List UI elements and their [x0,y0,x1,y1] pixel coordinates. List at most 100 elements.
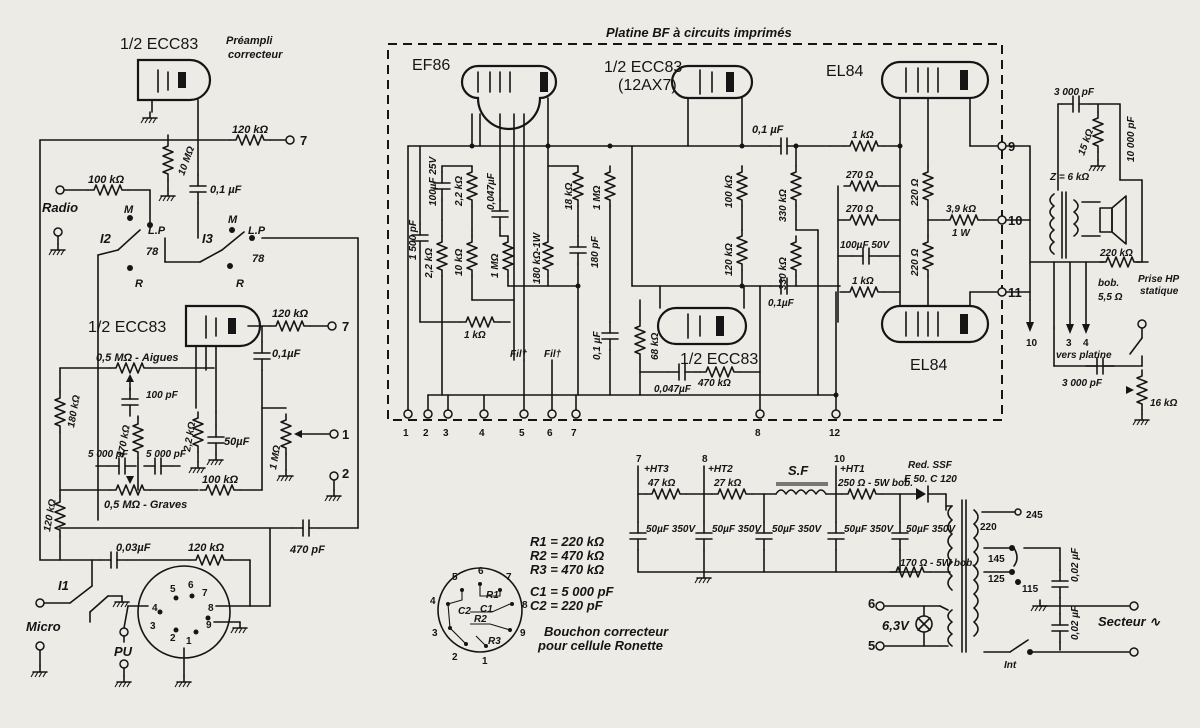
i3-m: M [228,214,238,226]
c5000a: 5 000 pF [88,449,129,460]
r15k: 15 kΩ [1076,127,1096,157]
c01-b: 0,1 µF [592,331,603,360]
tap-125: 125 [988,574,1005,585]
tube-el84-bottom-label: EL84 [910,357,947,374]
vers-platine: vers platine [1056,350,1112,361]
r1k-b: 1 kΩ [852,276,874,287]
c01-top: 0,1 µF [210,184,242,196]
arrow-10: 10 [1026,338,1038,349]
out-1-pre: 1 [342,427,349,442]
r120k-mid: 120 kΩ [272,308,309,320]
term-7: 7 [571,428,577,439]
r170-psu: 170 Ω - 5W bob. [900,558,975,569]
r22k-a: 2,2 kΩ [454,176,465,207]
c01-d: 0,1µF [768,298,795,309]
preamp-section: 1/2 ECC83 Préampli correcteur 120 kΩ 7 1… [26,35,359,688]
output-transformer: Z = 6 kΩ [1049,172,1089,259]
fil-2: Fil† [544,349,562,360]
tube-preamp-top-label: 1/2 ECC83 [120,36,198,53]
r1m-a: 1 MΩ [490,253,501,278]
term-12: 12 [829,428,841,439]
c50u-pre: 50µF [224,436,250,448]
c10000: 10 000 pF [1126,116,1137,162]
graves-label: 0,5 MΩ - Graves [104,499,187,511]
plug-r3: R3 [488,636,501,647]
aigues-label: 0,5 MΩ - Aigues [96,352,179,364]
term-2: 2 [423,428,429,439]
r10m: 10 MΩ [176,145,197,177]
r22k-b: 2,2 kΩ [424,248,435,279]
secteur-label: Secteur ∿ [1098,614,1161,629]
psu-10: 10 [834,454,846,465]
plug-r1: R1 [486,590,499,601]
r220-a: 220 Ω [910,179,921,207]
plug-pin-8: 8 [522,600,528,611]
r270-b: 270 Ω [845,204,873,215]
din-pin-3: 3 [150,621,156,632]
arrow-4: 4 [1083,338,1089,349]
c0047-b: 0,047µF [654,384,692,395]
r100k-low: 100 kΩ [202,474,239,486]
din-pin-6: 6 [188,580,194,591]
c100u50: 100µF 50V [840,240,890,251]
r100k-div: 100 kΩ [724,175,735,208]
r1k-a: 1 kΩ [852,130,874,141]
r180k1w: 180 kΩ-1W [532,231,543,284]
lamp-label: 6,3V [882,618,910,633]
plug-pin-7: 7 [506,572,512,583]
switch-i3[interactable]: I3 M L.P 78 R [199,214,266,290]
c3000-bot: 3 000 pF [1062,378,1103,389]
din-pin-9: 9 [206,620,212,631]
plug-legend-3: R3 = 470 kΩ [530,562,604,577]
r1m-pre: 1 MΩ [268,444,283,470]
psu-6: 6 [868,596,875,611]
din-pin-2: 2 [170,633,176,644]
preamp-note-1: Préampli [226,35,273,47]
prise-1: Prise HP [1138,274,1179,285]
r270-a: 270 Ω [845,170,873,181]
r39k: 3,9 kΩ [946,204,976,215]
choke-sf: S.F [775,463,828,495]
din-pin-8: 8 [208,603,214,614]
c3000-top: 3 000 pF [1054,87,1095,98]
tube-el84-bottom: EL84 [880,304,990,374]
c5000b: 5 000 pF [146,449,187,460]
sf-label: S.F [788,463,809,478]
tap-115: 115 [1022,584,1039,595]
tap-145: 145 [988,554,1005,565]
r10k: 10 kΩ [454,249,465,276]
switch-i1[interactable]: I1 [35,559,130,623]
plug-legend-2: R2 = 470 kΩ [530,548,604,563]
i2-lp: L.P [148,225,166,237]
plug-legend-4: C1 = 5 000 pF [530,584,615,599]
i3-label: I3 [202,231,214,246]
r68k: 68 kΩ [650,333,661,360]
psu-8: 8 [702,454,708,465]
tube-el84-top-label: EL84 [826,63,863,80]
i3-lp: L.P [248,225,266,237]
tube-tone: 1/2 ECC83 [88,304,262,348]
c003: 0,03µF [116,542,151,554]
cap-psu-5: 50µF 350V [906,524,956,535]
arrow-3: 3 [1066,338,1072,349]
switch-i2[interactable]: I2 M L.P 78 R [100,189,166,290]
prise-2: statique [1140,286,1179,297]
r120k-top: 120 kΩ [232,124,269,136]
din-socket[interactable]: 5 6 7 4 8 3 9 2 1 [123,527,271,688]
power-supply: 7 8 10 +HT3 +HT2 +HT1 47 kΩ 27 kΩ S.F 25… [629,454,1161,671]
plug-caption-2: pour cellule Ronette [537,638,663,653]
r220-b: 220 Ω [910,249,921,277]
output-section: 10 3 000 pF 15 kΩ 10 000 pF Z = 6 kΩ 220… [1005,87,1179,426]
r470k-b: 470 kΩ [697,378,731,389]
tube-ecc83-b-label: 1/2 ECC83 [680,351,758,368]
plug-pin-9: 9 [520,628,526,639]
tube-ecc83-b: 1/2 ECC83 [656,306,758,368]
din-pin-5: 5 [170,584,176,595]
fil-1: Fil† [510,349,528,360]
plug-pin-4: 4 [430,596,436,607]
r47k-psu: 47 kΩ [647,478,675,489]
c100p: 100 pF [146,390,179,401]
switch-int[interactable]: Int [1004,639,1033,671]
pilot-lamp-icon [915,605,933,647]
